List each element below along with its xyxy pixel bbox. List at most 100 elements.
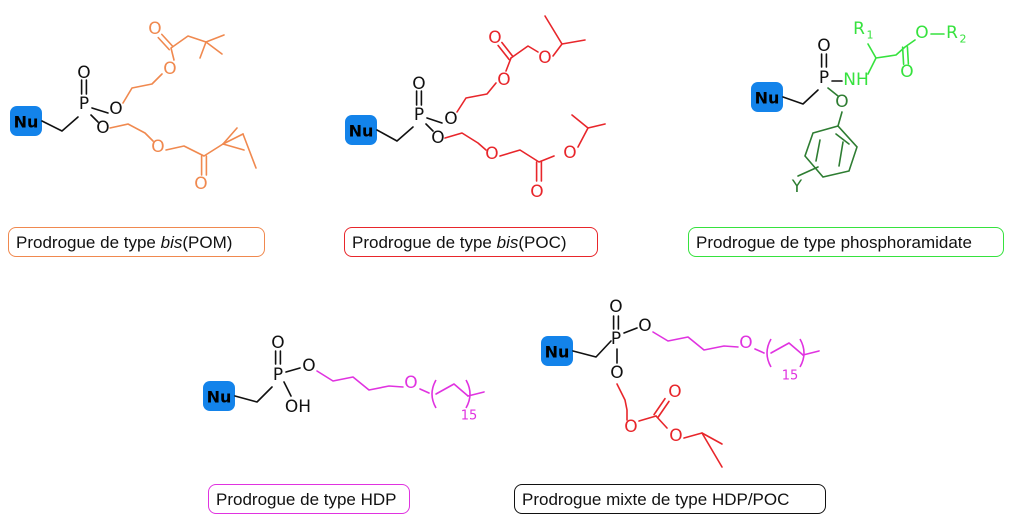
double-bond <box>653 397 666 416</box>
phenyl-ring <box>804 125 858 178</box>
oxygen-atom: O <box>638 316 651 336</box>
double-bond <box>157 36 171 51</box>
double-bond <box>657 400 670 419</box>
caption-bis-pom: Prodrogue de type bis(POM) <box>8 227 265 257</box>
oxygen-atom: O <box>817 36 830 56</box>
caption-bis-poc-prefix: Prodrogue de type <box>352 233 497 252</box>
bond <box>638 415 657 422</box>
phosphorus-atom: P <box>611 329 621 349</box>
bond <box>701 432 723 468</box>
bond <box>754 348 765 354</box>
bond <box>510 45 539 59</box>
oxygen-atom: O <box>431 128 444 148</box>
bond <box>499 149 555 163</box>
r1-subscript: 1 <box>867 29 874 42</box>
bond <box>572 340 612 358</box>
bond <box>782 89 819 105</box>
bond <box>652 331 739 351</box>
bond <box>91 107 109 114</box>
oxygen-atom: O <box>77 63 90 83</box>
repeat-count: 15 <box>782 369 799 384</box>
nucleoside-label: Nu <box>349 122 374 141</box>
repeat-count: 15 <box>461 409 478 424</box>
aromatic-bond <box>838 141 844 167</box>
caption-bis-pom-suffix: (POM) <box>182 233 233 252</box>
bond <box>376 126 414 142</box>
bond <box>285 367 301 373</box>
bond <box>205 34 225 43</box>
bond <box>122 73 163 104</box>
oxygen-atom: O <box>497 70 510 90</box>
chain-bracket <box>766 338 772 368</box>
double-bond <box>901 46 905 65</box>
r2-group: R <box>946 23 958 43</box>
oxygen-atom: O <box>624 417 637 437</box>
nucleoside-box <box>541 336 573 366</box>
nucleoside-box <box>751 82 783 112</box>
nucleoside-badge: Nu <box>751 82 783 112</box>
bond <box>199 41 207 59</box>
r1-group: R <box>853 19 865 39</box>
bond <box>222 143 245 151</box>
nucleoside-box <box>203 381 235 411</box>
oxygen-atom: O <box>444 109 457 129</box>
caption-bis-pom-prefix: Prodrogue de type <box>16 233 161 252</box>
bond <box>770 342 804 356</box>
oxygen-atom: O <box>485 144 498 164</box>
bond <box>426 117 443 124</box>
caption-bis-pom-italic: bis <box>160 233 183 252</box>
oxygen-atom: O <box>151 137 164 157</box>
oxygen-atom: O <box>668 382 681 402</box>
oxygen-atom: O <box>412 74 425 94</box>
oxygen-atom: O <box>538 48 551 68</box>
nh-group: NH <box>843 70 869 90</box>
bond <box>444 132 487 151</box>
oxygen-atom: O <box>669 426 682 446</box>
phosphorus-atom: P <box>819 68 829 88</box>
nucleoside-label: Nu <box>545 343 570 362</box>
caption-bis-poc: Prodrogue de type bis(POC) <box>344 227 598 257</box>
oxygen-atom: O <box>488 28 501 48</box>
nucleoside-badge: Nu <box>345 115 377 145</box>
bond <box>544 15 563 45</box>
oxygen-atom: O <box>915 23 928 43</box>
bond <box>165 143 224 157</box>
bond <box>419 388 430 394</box>
aromatic-bond <box>815 139 821 162</box>
oxygen-atom: O <box>609 297 622 317</box>
bond <box>283 381 292 397</box>
double-bond <box>497 44 510 61</box>
oxygen-atom: O <box>610 363 623 383</box>
caption-hdp-poc-text: Prodrogue mixte de type HDP/POC <box>522 490 790 509</box>
bond <box>425 123 434 132</box>
bond <box>467 391 485 397</box>
r2-subscript: 2 <box>960 33 967 46</box>
phosphorus-atom: P <box>273 365 283 385</box>
caption-bis-poc-italic: bis <box>496 233 519 252</box>
bond <box>205 41 223 55</box>
chain-bracket <box>465 379 471 409</box>
bond <box>577 123 606 148</box>
nucleoside-box <box>10 106 42 136</box>
double-bond <box>160 33 174 48</box>
nucleoside-box <box>345 115 377 145</box>
bond <box>170 35 207 61</box>
bond <box>867 39 916 75</box>
bond <box>505 57 512 72</box>
bond <box>222 133 244 145</box>
bond <box>571 114 589 129</box>
bond <box>552 39 586 57</box>
nucleoside-badge: Nu <box>203 381 235 411</box>
nucleoside-badge: Nu <box>541 336 573 366</box>
oxygen-atom: O <box>96 118 109 138</box>
bond <box>837 111 843 127</box>
caption-bis-poc-suffix: (POC) <box>518 233 567 252</box>
bond <box>616 383 628 421</box>
y-substituent: Y <box>791 177 803 197</box>
caption-phosphoramidate-text: Prodrogue de type phosphoramidate <box>696 233 972 252</box>
